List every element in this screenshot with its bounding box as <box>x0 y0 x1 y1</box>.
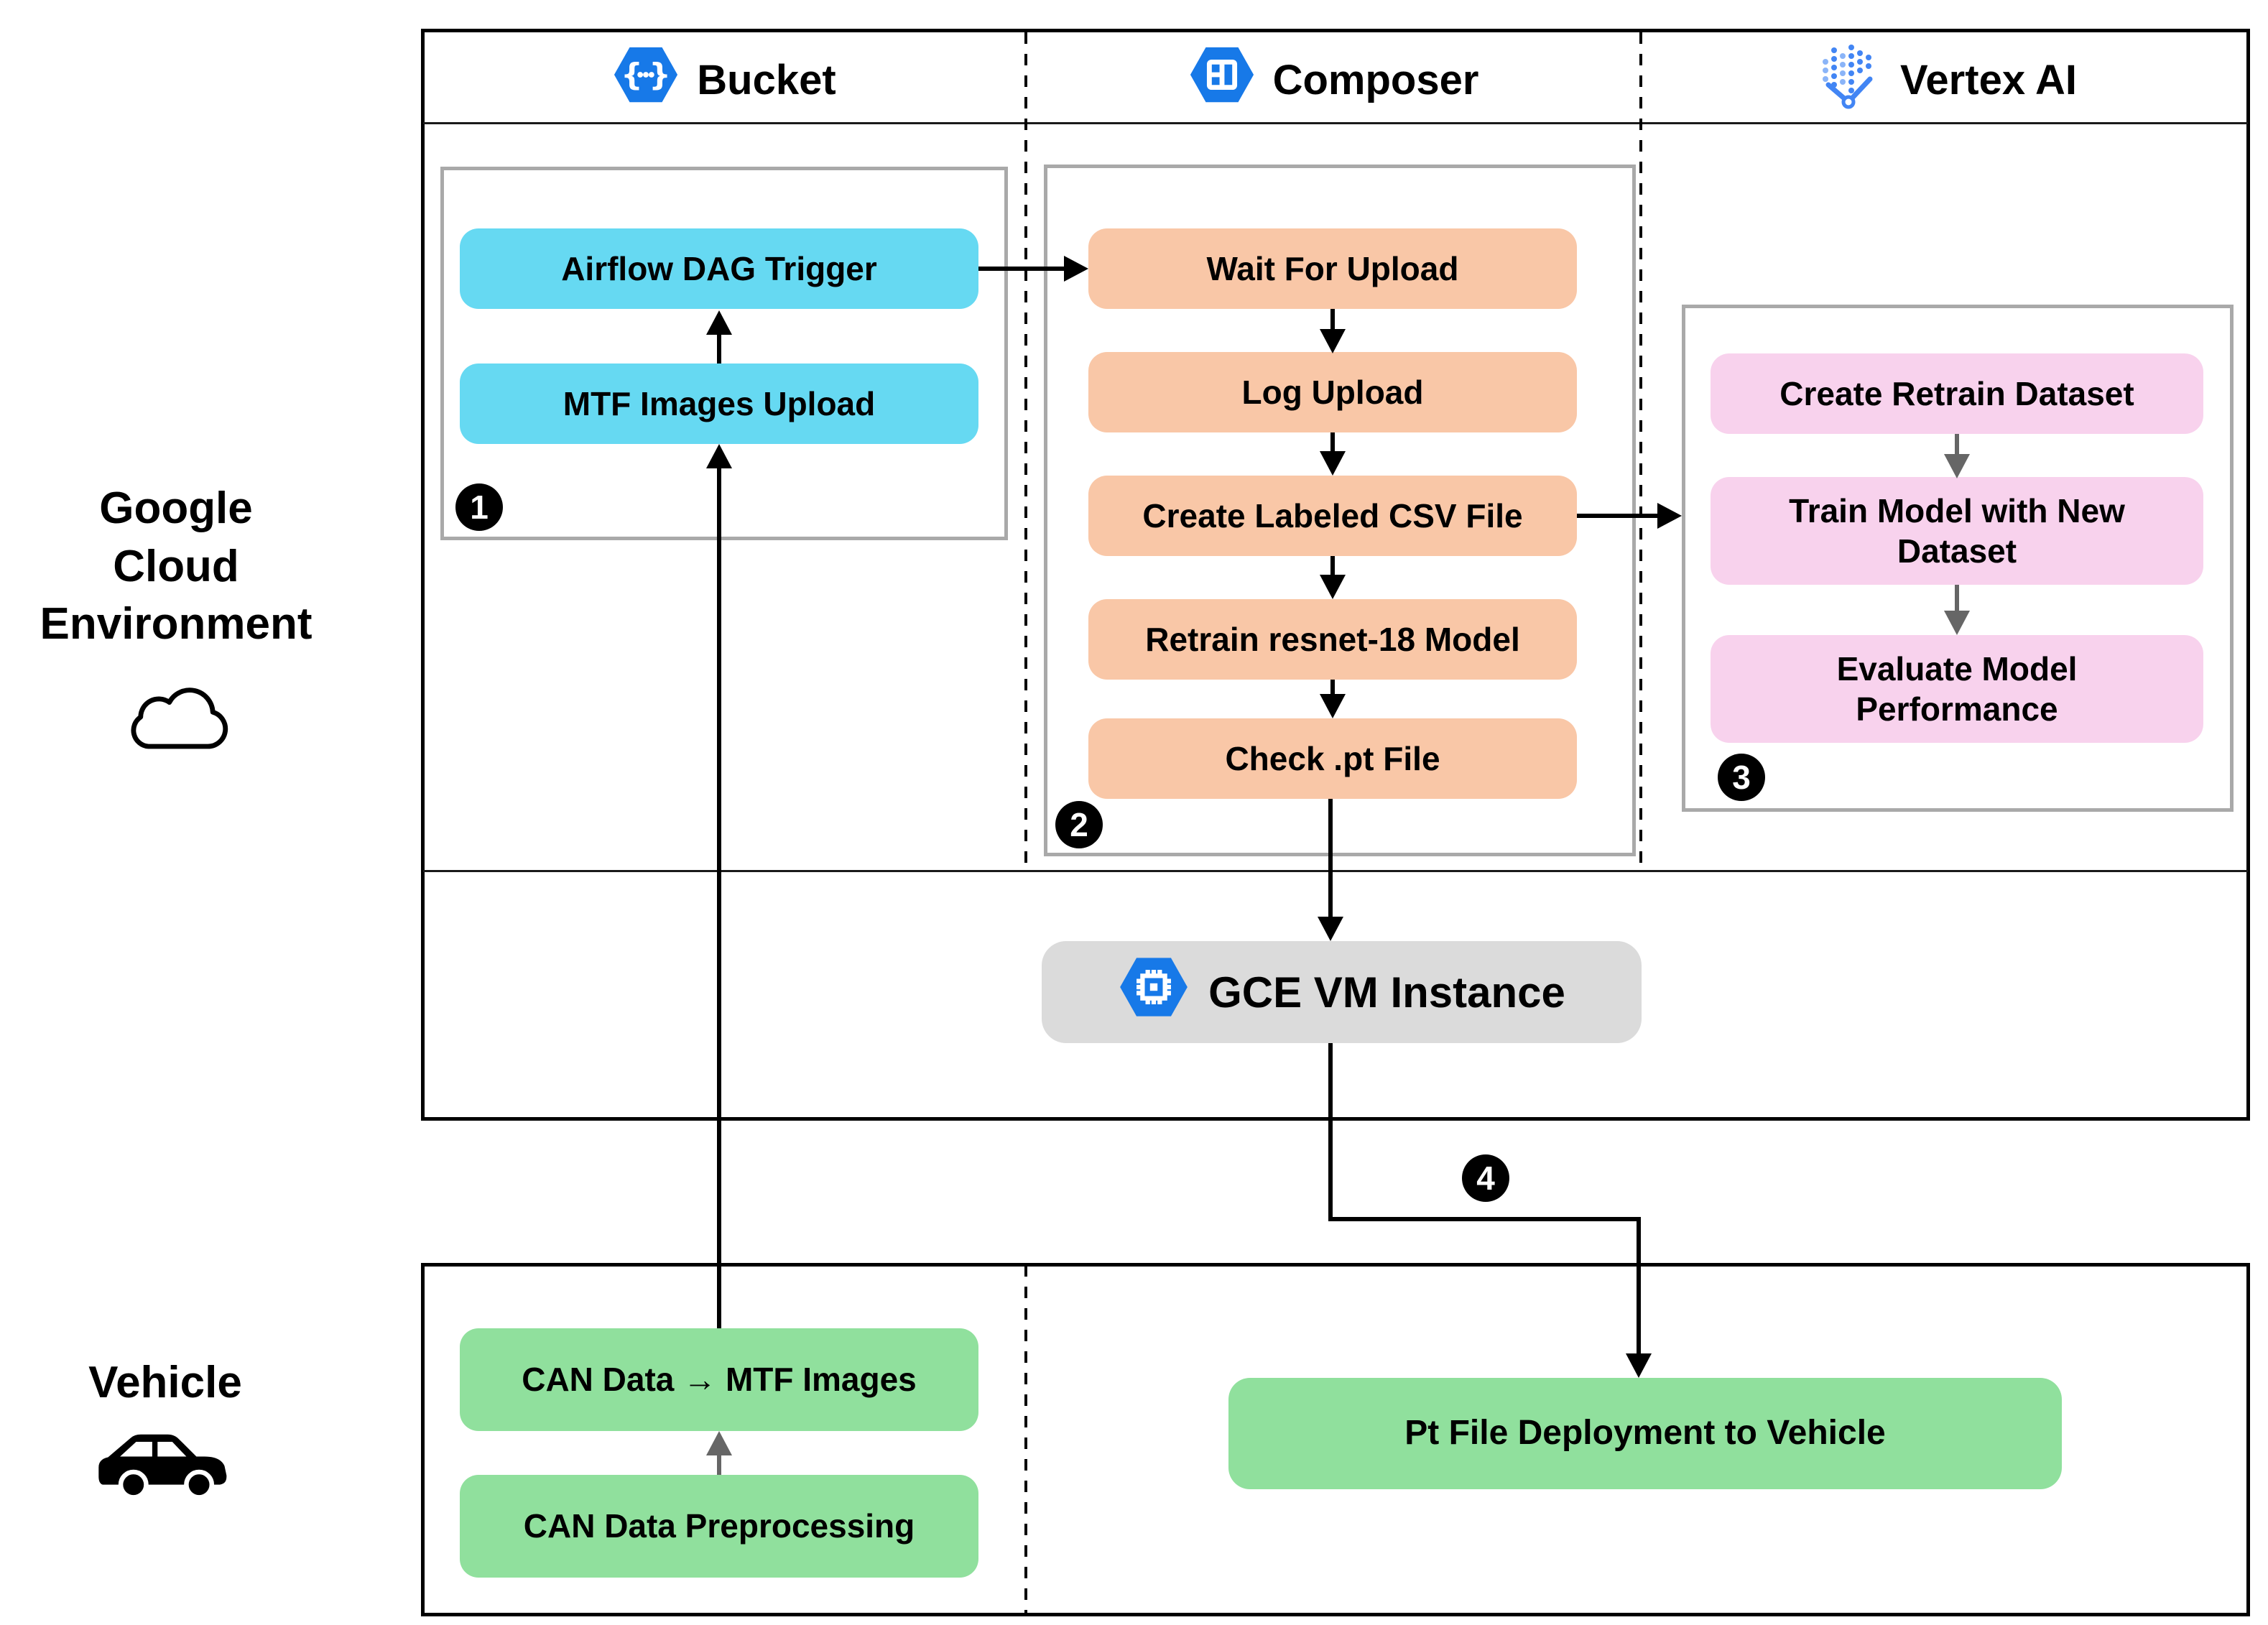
flow-box-airflow-dag-trigger: Airflow DAG Trigger <box>460 228 978 309</box>
column-divider-composer-vertex <box>1639 32 1642 870</box>
arrow-preprocessing-to-can-head <box>706 1431 732 1455</box>
vehicle-label: Vehicle <box>88 1358 242 1407</box>
arrow-vehicle-to-bucket-head <box>706 444 732 468</box>
arrow-airflow-to-wait-line <box>978 267 1064 271</box>
arrow-csv-to-retrain-head <box>1320 575 1346 599</box>
composer-hexagon-icon <box>1188 41 1256 119</box>
arrow-dataset-to-train-head <box>1944 454 1970 478</box>
arrow-airflow-to-wait-head <box>1064 256 1088 282</box>
arrow-mtf-to-airflow-head <box>706 310 732 335</box>
step-badge-1: 1 <box>455 483 503 531</box>
flow-box-wait-for-upload: Wait For Upload <box>1088 228 1577 309</box>
arrow-train-to-evaluate-line <box>1955 585 1959 611</box>
cloud-icon <box>106 672 246 769</box>
vertex-ai-column-label: Vertex AI <box>1899 56 2078 103</box>
arrow-gce-to-deploy-segment-1 <box>1328 1043 1333 1219</box>
arrow-retrain-to-check-line <box>1330 680 1335 694</box>
flow-box-create-labeled-csv-file: Create Labeled CSV File <box>1088 476 1577 556</box>
arrow-log-to-csv-line <box>1330 432 1335 451</box>
arrow-dataset-to-train-line <box>1955 434 1959 454</box>
flow-box-mtf-images-upload: MTF Images Upload <box>460 364 978 444</box>
flow-box-can-data-to-mtf-images: CAN Data → MTF Images <box>460 1328 978 1431</box>
arrow-wait-to-log-line <box>1330 309 1335 329</box>
bucket-hexagon-icon: { } <box>612 41 680 119</box>
arrow-gce-to-deploy-head <box>1626 1353 1652 1378</box>
arrow-gce-to-deploy-segment-2 <box>1328 1217 1641 1221</box>
vehicle-column-divider <box>1024 1265 1027 1614</box>
bucket-column-label: Bucket <box>697 56 836 103</box>
arrow-preprocessing-to-can-line <box>717 1455 721 1475</box>
arrow-retrain-to-check-head <box>1320 694 1346 718</box>
vertex-ai-icon <box>1814 40 1883 119</box>
vertex-ai-column-header: Vertex AI <box>1766 37 2125 122</box>
car-icon <box>92 1412 239 1516</box>
gce-vm-instance-label: GCE VM Instance <box>1208 968 1565 1017</box>
arrow-csv-to-vertex-head <box>1657 503 1682 529</box>
middle-divider-line <box>423 870 2248 872</box>
bucket-column-header: { } Bucket <box>545 37 904 122</box>
flow-box-check-pt-file: Check .pt File <box>1088 718 1577 799</box>
arrow-csv-to-vertex-line <box>1577 514 1657 518</box>
flow-box-create-retrain-dataset: Create Retrain Dataset <box>1711 353 2203 434</box>
google-cloud-environment-label: Google Cloud Environment <box>40 483 313 649</box>
arrow-csv-to-retrain-line <box>1330 556 1335 575</box>
composer-column-header: Composer <box>1154 37 1513 122</box>
flow-box-pt-file-deployment-to-vehicle: Pt File Deployment to Vehicle <box>1228 1378 2062 1489</box>
arrow-wait-to-log-head <box>1320 329 1346 353</box>
arrow-gce-to-deploy-segment-3 <box>1637 1217 1641 1353</box>
bucket-group-box <box>440 167 1008 540</box>
header-divider-line <box>423 122 2248 124</box>
flow-box-retrain-resnet-18-model: Retrain resnet-18 Model <box>1088 599 1577 680</box>
step-badge-3: 3 <box>1718 754 1765 801</box>
flow-box-evaluate-model-performance: Evaluate Model Performance <box>1711 635 2203 743</box>
arrow-mtf-to-airflow-line <box>717 335 721 364</box>
step-badge-2: 2 <box>1055 801 1103 848</box>
step-badge-4: 4 <box>1462 1154 1509 1202</box>
composer-column-label: Composer <box>1272 56 1479 103</box>
flow-box-can-data-preprocessing: CAN Data Preprocessing <box>460 1475 978 1578</box>
gce-hexagon-icon <box>1118 951 1190 1033</box>
arrow-log-to-csv-head <box>1320 451 1346 476</box>
column-divider-bucket-composer <box>1024 32 1027 870</box>
arrow-vehicle-to-bucket-line <box>717 468 721 1328</box>
arrow-check-to-gce-head <box>1318 917 1343 941</box>
arrow-train-to-evaluate-head <box>1944 611 1970 635</box>
flow-box-train-model-with-new-dataset: Train Model with New Dataset <box>1711 477 2203 585</box>
gce-vm-instance-box: GCE VM Instance <box>1042 941 1642 1043</box>
arrow-check-to-gce-line <box>1328 799 1333 917</box>
flow-box-log-upload: Log Upload <box>1088 352 1577 432</box>
